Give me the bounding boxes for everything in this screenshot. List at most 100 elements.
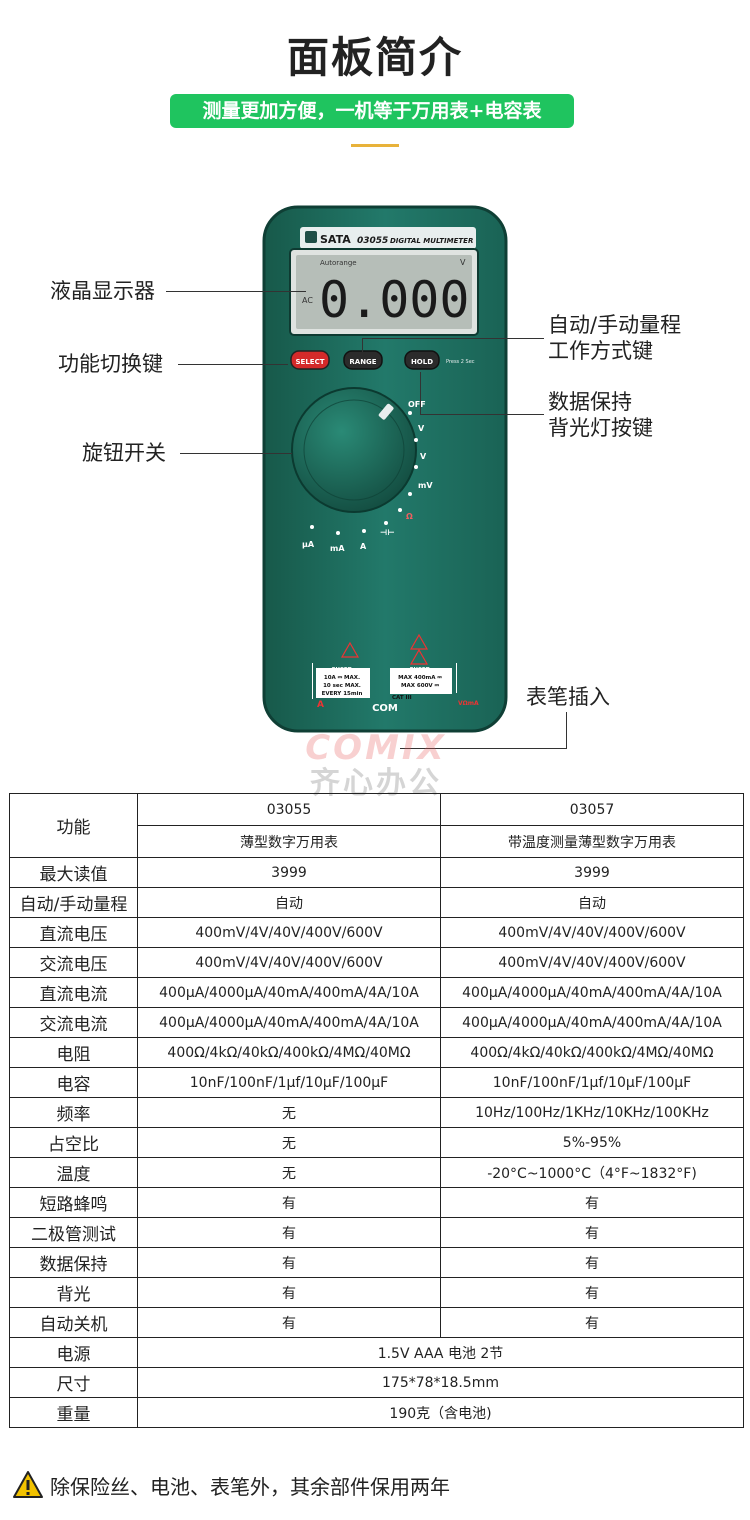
dial-off: OFF	[408, 400, 426, 409]
row-label: 最大读值	[9, 857, 138, 888]
dial-mv: mV	[418, 481, 433, 490]
model-label: 03055	[357, 236, 388, 246]
callout-hold-2: 背光灯按键	[548, 416, 653, 440]
value-03057: 10nF/100nF/1μf/10μF/100μF	[440, 1067, 744, 1098]
fused-right: FUSED	[410, 667, 431, 673]
model-03055: 03055	[137, 793, 441, 826]
subtitle-banner: 测量更加方便，一机等于万用表+电容表	[170, 94, 574, 128]
right-spec-1: MAX 400mA ⎓	[398, 675, 442, 681]
function-header: 功能	[9, 793, 138, 858]
row-label: 数据保持	[9, 1247, 138, 1278]
row-label: 交流电压	[9, 947, 138, 978]
leader-knob	[180, 453, 292, 454]
watermark: COMIX 齐心办公	[296, 728, 456, 802]
dial-ua: μA	[302, 540, 315, 549]
row-label: 自动/手动量程	[9, 887, 138, 918]
leader-auto-manual	[362, 338, 544, 339]
dial-cap: ⊣⊢	[380, 528, 395, 537]
value-03057: -20°C~1000°C（4°F~1832°F)	[440, 1157, 744, 1188]
value-03057: 400mV/4V/40V/400V/600V	[440, 947, 744, 978]
callout-auto-manual-1: 自动/手动量程	[548, 313, 682, 337]
leader-auto-manual-drop	[362, 338, 363, 352]
right-jack-label: VΩmA	[458, 700, 479, 707]
value-03057: 自动	[440, 887, 744, 918]
cat-label: CAT III	[392, 695, 412, 701]
dial-a: A	[360, 542, 367, 551]
sata-logo: SATA	[305, 231, 351, 246]
value-03055: 无	[137, 1127, 441, 1158]
value-03055: 400Ω/4kΩ/40kΩ/400kΩ/4MΩ/40MΩ	[137, 1037, 441, 1068]
row-label: 背光	[9, 1277, 138, 1308]
dial-ohm: Ω	[406, 512, 413, 521]
select-button-label: SELECT	[296, 358, 325, 366]
value-03057: 400Ω/4kΩ/40kΩ/400kΩ/4MΩ/40MΩ	[440, 1037, 744, 1068]
table-row: 自动/手动量程自动自动	[9, 887, 744, 918]
ac-indicator: AC	[302, 296, 313, 305]
select-button[interactable]: SELECT	[290, 350, 330, 370]
value-03057: 400mV/4V/40V/400V/600V	[440, 917, 744, 948]
left-spec-1: 10A ⎓ MAX.	[324, 675, 360, 681]
value-03055: 有	[137, 1307, 441, 1338]
value-03055: 自动	[137, 887, 441, 918]
value-03055: 3999	[137, 857, 441, 888]
row-label: 频率	[9, 1097, 138, 1128]
rotary-knob[interactable]	[291, 387, 417, 513]
multimeter-illustration: SATA 03055 DIGITAL MULTIMETER Autorange …	[262, 205, 508, 733]
value-03055: 有	[137, 1277, 441, 1308]
callout-auto-manual-2: 工作方式键	[548, 339, 653, 363]
shared-value: 190克（含电池)	[137, 1397, 744, 1428]
dial-v-ac: V	[420, 452, 427, 461]
row-label: 尺寸	[9, 1367, 138, 1398]
com-label: COM	[372, 703, 398, 714]
table-header-row: 薄型数字万用表 带温度测量薄型数字万用表	[10, 825, 744, 858]
value-03055: 有	[137, 1247, 441, 1278]
leader-hold	[420, 414, 544, 415]
value-03055: 无	[137, 1157, 441, 1188]
callout-probe: 表笔插入	[526, 685, 610, 709]
value-03057: 5%-95%	[440, 1127, 744, 1158]
table-row: 自动关机有有	[9, 1307, 744, 1338]
value-03055: 400μA/4000μA/40mA/400mA/4A/10A	[137, 1007, 441, 1038]
dial-ma: mA	[330, 544, 345, 553]
shared-value: 175*78*18.5mm	[137, 1367, 744, 1398]
value-03055: 有	[137, 1217, 441, 1248]
value-03055: 10nF/100nF/1μf/10μF/100μF	[137, 1067, 441, 1098]
table-row: 数据保持有有	[9, 1247, 744, 1278]
left-spec-2: 10 sec MAX.	[323, 683, 361, 689]
value-03057: 3999	[440, 857, 744, 888]
value-03055: 有	[137, 1187, 441, 1218]
value-03057: 400μA/4000μA/40mA/400mA/4A/10A	[440, 1007, 744, 1038]
leader-function-key	[178, 364, 288, 365]
model-name-03057: 带温度测量薄型数字万用表	[440, 825, 744, 858]
value-03055: 400mV/4V/40V/400V/600V	[137, 947, 441, 978]
value-03057: 有	[440, 1247, 744, 1278]
dial-v-dc: V	[418, 424, 425, 433]
row-label: 电源	[9, 1337, 138, 1368]
shared-value: 1.5V AAA 电池 2节	[137, 1337, 744, 1368]
spec-table: 功能 03055 03057 薄型数字万用表 带温度测量薄型数字万用表 最大读值…	[9, 793, 744, 1428]
row-label: 重量	[9, 1397, 138, 1428]
title-divider	[351, 144, 399, 147]
callout-function-key: 功能切换键	[58, 352, 163, 376]
range-button[interactable]: RANGE	[343, 350, 383, 370]
row-label: 自动关机	[9, 1307, 138, 1338]
value-03057: 有	[440, 1187, 744, 1218]
value-03057: 有	[440, 1277, 744, 1308]
row-label: 直流电压	[9, 917, 138, 948]
value-03055: 400μA/4000μA/40mA/400mA/4A/10A	[137, 977, 441, 1008]
warranty-text: 除保险丝、电池、表笔外，其余部件保用两年	[50, 1474, 450, 1499]
hold-button[interactable]: HOLD	[404, 350, 440, 370]
hold-button-label: HOLD	[411, 358, 433, 366]
value-03057: 400μA/4000μA/40mA/400mA/4A/10A	[440, 977, 744, 1008]
left-spec-3: EVERY 15min	[322, 691, 363, 697]
